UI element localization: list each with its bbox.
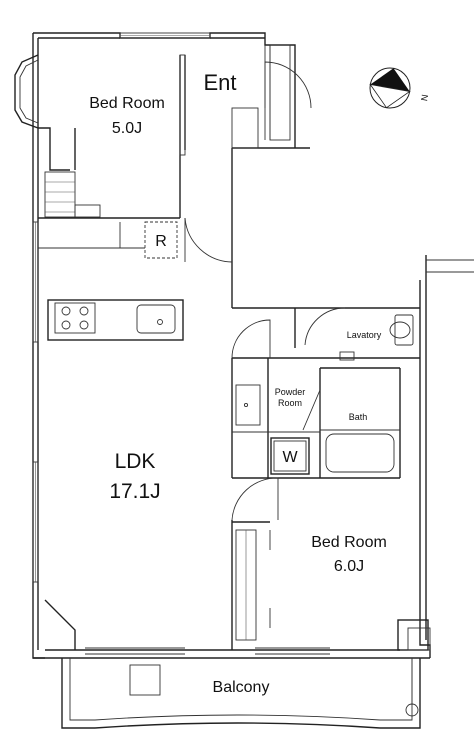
balcony-label: Balcony xyxy=(213,679,270,696)
bedroom-1-walls xyxy=(38,54,186,249)
washer-label: W xyxy=(282,449,298,466)
kitchen-counter xyxy=(47,299,184,341)
ldk-name: LDK xyxy=(115,450,156,473)
lavatory-label: Lavatory xyxy=(347,330,382,340)
bedroom-2-name: Bed Room xyxy=(311,534,387,551)
bedroom-2-size: 6.0J xyxy=(334,558,364,575)
entrance-walls xyxy=(184,44,312,308)
balcony xyxy=(61,647,421,729)
compass-label: N xyxy=(419,94,430,102)
bedroom-1-size: 5.0J xyxy=(112,120,142,137)
wet-area-walls xyxy=(231,307,420,479)
bedroom-1-name: Bed Room xyxy=(89,95,165,112)
ldk-corner xyxy=(44,599,76,650)
north-arrow-icon: N xyxy=(369,67,430,109)
bath-label: Bath xyxy=(349,412,368,422)
powder-room-label-line2: Room xyxy=(278,398,302,408)
powder-room-label-line1: Powder xyxy=(275,387,306,397)
refrigerator-label: R xyxy=(155,233,167,250)
windows xyxy=(32,32,211,583)
exterior-walls xyxy=(14,32,474,659)
bedroom-2-walls xyxy=(231,477,279,650)
refrigerator: R xyxy=(144,221,178,259)
entrance-label: Ent xyxy=(203,70,236,95)
washer: W xyxy=(270,437,310,475)
ldk-size: 17.1J xyxy=(109,480,160,503)
